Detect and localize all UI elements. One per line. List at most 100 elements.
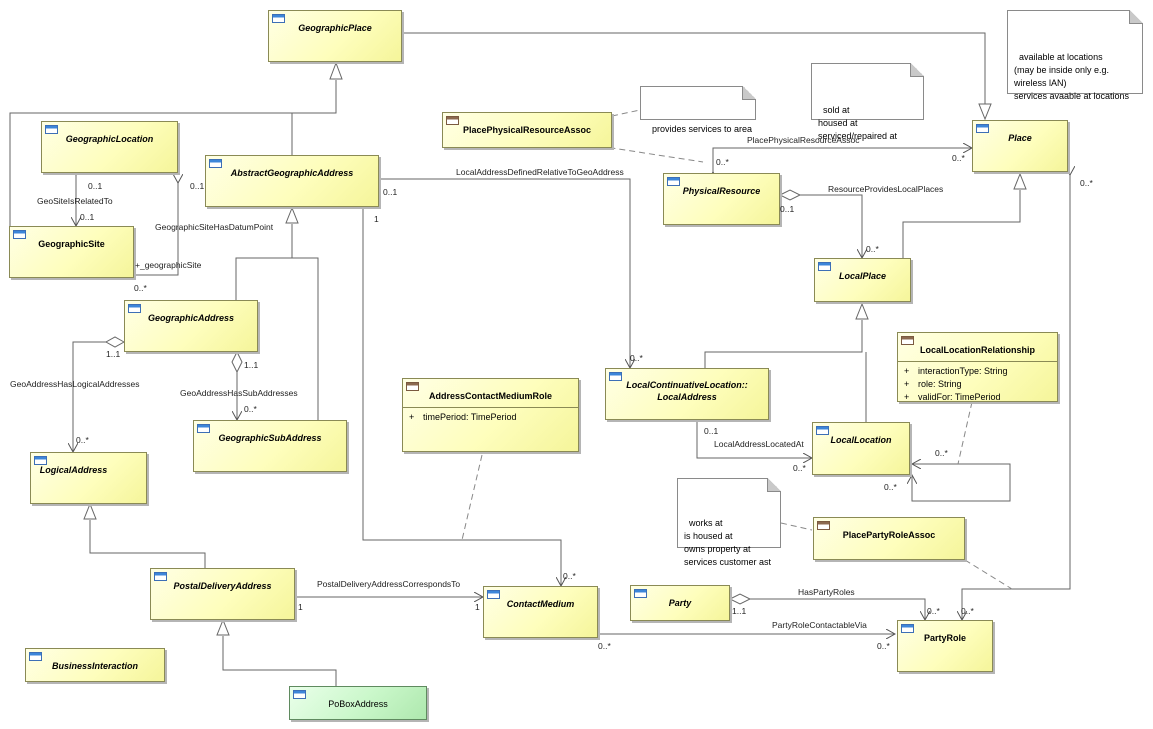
assoc-res-local (800, 194, 862, 258)
label-multiplicity: 0..1 (383, 187, 398, 197)
dash-works-note (780, 522, 813, 531)
class-name: GeographicAddress (147, 313, 235, 323)
class-icon (29, 652, 42, 661)
label-multiplicity: 0..* (866, 244, 879, 254)
gen-localplace-place (902, 190, 1021, 258)
label-multiplicity: 0..* (76, 435, 89, 445)
label-multiplicity: 0..* (716, 157, 729, 167)
assoc-local-self (912, 463, 1011, 502)
gen-triangle-postal (216, 618, 230, 636)
class-place-party-role-assoc[interactable]: PlacePartyRoleAssoc (813, 517, 965, 560)
class-geographic-location[interactable]: GeographicLocation (41, 121, 178, 173)
note-provides[interactable]: provides services to area (640, 86, 756, 134)
label-geographic-site-role: +_geographicSite (135, 260, 202, 270)
label-located-at: LocalAddressLocatedAt (714, 439, 804, 449)
agg-diamond-party-role (728, 593, 752, 605)
label-multiplicity: 0..* (244, 404, 257, 414)
class-place[interactable]: Place (972, 120, 1068, 172)
gen-abstractaddr-geoplace (291, 80, 337, 155)
agg-diamond-geo-logical (104, 336, 126, 348)
gen-postal-logical (89, 520, 206, 568)
class-business-interaction[interactable]: BusinessInteraction (25, 648, 165, 682)
class-address-contact-medium-role[interactable]: AddressContactMediumRole +timePeriod: Ti… (402, 378, 579, 452)
assoc-place-physres (713, 148, 972, 172)
label-contactable-via: PartyRoleContactableVia (772, 620, 867, 630)
dash-addrcontact-line (461, 454, 483, 541)
label-multiplicity: 0..1 (780, 204, 795, 214)
label-datum-point: GeographicSiteHasDatumPoint (155, 222, 274, 232)
class-icon (293, 690, 306, 699)
note-fold (910, 63, 924, 77)
class-party-role[interactable]: PartyRole (897, 620, 993, 672)
class-icon (406, 382, 419, 391)
class-local-location[interactable]: LocalLocation (812, 422, 910, 475)
class-icon (34, 456, 47, 465)
gen-triangle-abstract (285, 206, 299, 224)
note-locations[interactable]: available at locations (may be inside on… (1007, 10, 1143, 101)
class-icon (209, 159, 222, 168)
assoc-place-partyrole (962, 175, 1070, 620)
label-geo-sub: GeoAddressHasSubAddresses (180, 388, 298, 398)
class-geographic-address[interactable]: GeographicAddress (124, 300, 258, 352)
assoc-located-at (697, 420, 812, 458)
class-name: LogicalAddress (39, 465, 108, 475)
note-works[interactable]: works at is housed at owns property at s… (677, 478, 781, 567)
label-multiplicity: 0..1 (80, 212, 95, 222)
class-name: PlacePartyRoleAssoc (842, 530, 936, 540)
class-postal-delivery-address[interactable]: PostalDeliveryAddress (150, 568, 295, 620)
class-local-continuative-location[interactable]: LocalContinuativeLocation:: LocalAddress (605, 368, 769, 420)
agg-diamond-geo-sub (231, 350, 243, 374)
class-name: Place (1008, 133, 1032, 143)
note-fold (1129, 10, 1143, 24)
class-name: AbstractGeographicAddress (230, 168, 354, 178)
label-multiplicity: 0..* (877, 641, 890, 651)
class-logical-address[interactable]: LogicalAddress (30, 452, 147, 504)
gen-triangle-localplace (855, 302, 869, 320)
attribute-list: +interactionType: String +role: String +… (904, 365, 1053, 404)
label-has-party-roles: HasPartyRoles (798, 587, 855, 597)
class-local-location-relationship[interactable]: LocalLocationRelationship +interactionTy… (897, 332, 1058, 402)
gen-triangle-place (978, 103, 992, 121)
class-local-place[interactable]: LocalPlace (814, 258, 911, 302)
label-multiplicity: 1 (374, 214, 379, 224)
note-fold (767, 478, 781, 492)
class-name: PartyRole (923, 633, 967, 643)
class-contact-medium[interactable]: ContactMedium (483, 586, 598, 638)
class-icon (901, 624, 914, 633)
label-multiplicity: 0..* (884, 482, 897, 492)
agg-diamond-res-local (778, 189, 802, 201)
label-multiplicity: 0..* (961, 606, 974, 616)
class-icon (818, 262, 831, 271)
class-abstract-geographic-address[interactable]: AbstractGeographicAddress (205, 155, 379, 207)
class-geographic-site[interactable]: GeographicSite (9, 226, 134, 278)
label-resource-local-places: ResourceProvidesLocalPlaces (828, 184, 944, 194)
assoc-abstract-contact (363, 208, 561, 586)
class-geographic-place[interactable]: GeographicPlace (268, 10, 402, 62)
class-name: ContactMedium (506, 599, 575, 609)
class-icon (634, 589, 647, 598)
class-icon (13, 230, 26, 239)
label-multiplicity: 0..* (1080, 178, 1093, 188)
class-icon (609, 372, 622, 381)
assoc-datum-point (134, 183, 178, 276)
note-text: available at locations (may be inside on… (1014, 52, 1130, 101)
class-name: Party (668, 598, 692, 608)
note-text: provides services to area (652, 124, 753, 134)
class-physical-resource[interactable]: PhysicalResource (663, 173, 780, 225)
gen-geolocation-geoplace (9, 112, 292, 258)
label-multiplicity: 0..1 (190, 181, 205, 191)
attribute-row: +interactionType: String (904, 366, 1008, 376)
gen-triangle-geoplace (329, 61, 343, 80)
label-postal-corresponds: PostalDeliveryAddressCorrespondsTo (317, 579, 461, 589)
label-multiplicity: 0..* (927, 606, 940, 616)
class-geographic-sub-address[interactable]: GeographicSubAddress (193, 420, 347, 472)
label-local-address-relative: LocalAddressDefinedRelativeToGeoAddress (456, 167, 624, 177)
class-place-physical-resource-assoc[interactable]: PlacePhysicalResourceAssoc (442, 112, 612, 148)
label-multiplicity: 0..1 (88, 181, 103, 191)
note-sold[interactable]: sold at housed at serviced/repaired at (811, 63, 924, 141)
class-po-box-address[interactable]: PoBoxAddress (289, 686, 427, 720)
dash-llr-line (957, 401, 973, 465)
dash-pprole-line (964, 559, 1013, 590)
class-party[interactable]: Party (630, 585, 730, 621)
